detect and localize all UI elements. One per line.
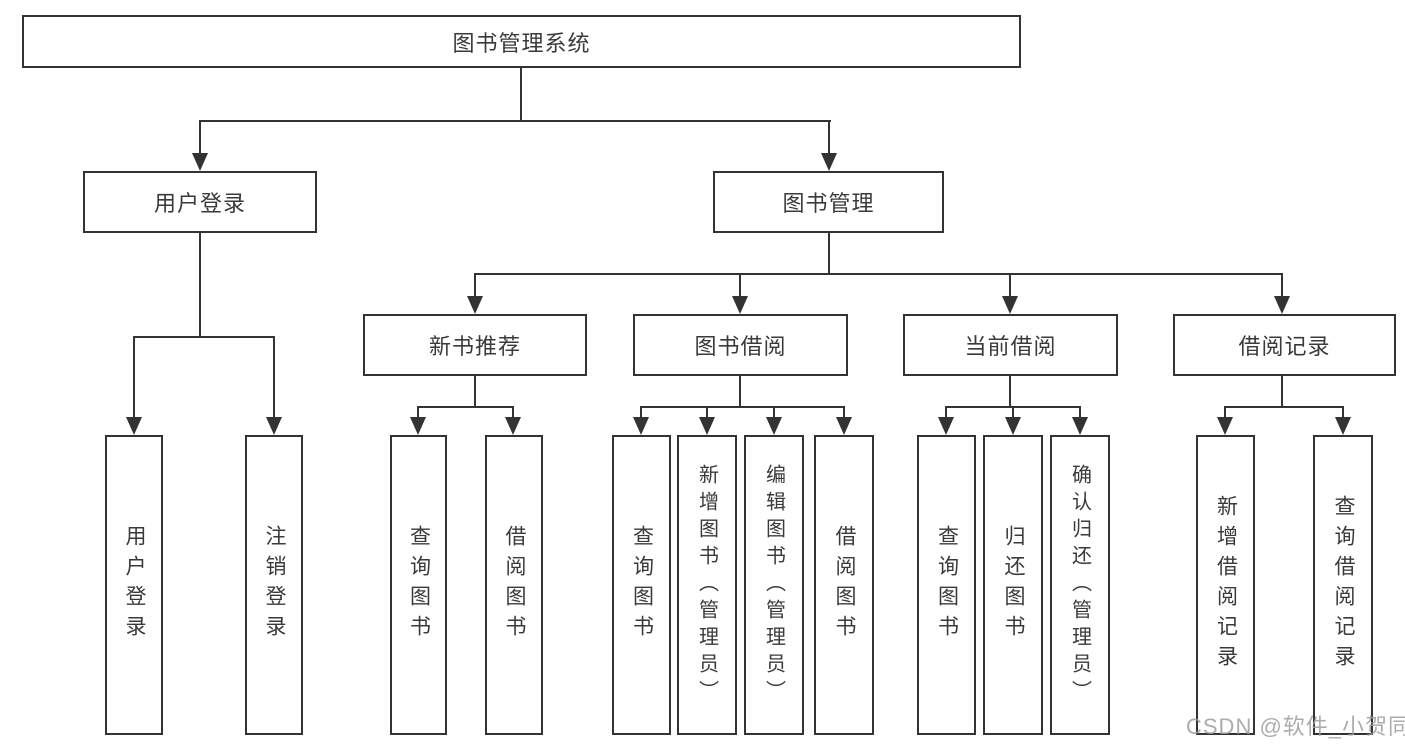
leaf-rec-borrow-books-label: 借阅图书 [503,525,526,645]
connector-stub-bb-query [640,408,642,418]
connector-stub-bb-edit [773,408,775,418]
node-book-mgmt: 图书管理 [713,171,944,233]
node-new-book-rec: 新书推荐 [363,314,587,376]
leaf-bb-borrow-books-label: 借阅图书 [833,525,856,645]
arrowhead-cb-confirm [1072,417,1088,435]
arrowhead-bb-edit [766,417,782,435]
leaf-cb-confirm-return-admin-label: 确认归还（管理员） [1068,463,1091,707]
leaf-user-login-label: 用户登录 [123,525,146,645]
connector-stub-book-mgmt [828,122,830,154]
arrowhead-user-login [192,153,208,171]
arrowhead-bb-query [633,417,649,435]
leaf-cb-return-books: 归还图书 [983,435,1043,735]
node-root: 图书管理系统 [22,15,1021,68]
node-user-login: 用户登录 [83,171,317,233]
node-book-borrow: 图书借阅 [633,314,848,376]
node-borrow-records: 借阅记录 [1173,314,1396,376]
connector-stub-bb-add [706,408,708,418]
connector-book-mgmt-down [828,233,830,275]
connector-new-rec-bar [417,406,514,408]
leaf-br-query-record-label: 查询借阅记录 [1332,495,1355,675]
leaf-logout: 注销登录 [245,435,303,735]
leaf-bb-add-books-admin: 新增图书（管理员） [677,435,737,735]
node-book-borrow-label: 图书借阅 [694,334,787,359]
leaf-bb-edit-books-admin: 编辑图书（管理员） [744,435,804,735]
node-new-book-rec-label: 新书推荐 [428,334,521,359]
connector-user-login-down [199,233,201,338]
arrowhead-cb-return [1005,417,1021,435]
leaf-rec-query-books: 查询图书 [390,435,447,735]
node-borrow-records-label: 借阅记录 [1238,334,1331,359]
connector-stub-bb-borrow [843,408,845,418]
leaf-logout-label: 注销登录 [263,525,286,645]
node-current-borrow-label: 当前借阅 [964,334,1057,359]
connector-stub-cb-query [945,408,947,418]
connector-stub-cb-return [1012,408,1014,418]
connector-stub-rec-borrow [512,408,514,418]
connector-user-login-bar [133,336,275,338]
connector-stub-leaf-logout [273,338,275,418]
arrowhead-book-mgmt [821,153,837,171]
leaf-rec-borrow-books: 借阅图书 [485,435,543,735]
leaf-cb-return-books-label: 归还图书 [1002,525,1025,645]
leaf-bb-query-books-label: 查询图书 [630,525,654,645]
connector-new-rec-down [474,376,476,408]
connector-level2-bar [199,120,831,122]
arrowhead-current-borrow [1002,296,1018,314]
node-user-login-label: 用户登录 [153,191,246,216]
connector-book-borrow-bar [640,406,845,408]
node-book-mgmt-label: 图书管理 [782,191,875,216]
connector-stub-borrow-records [1281,275,1283,297]
connector-stub-new-rec [474,275,476,297]
arrowhead-bb-borrow [836,417,852,435]
leaf-br-add-record: 新增借阅记录 [1196,435,1255,735]
connector-stub-book-borrow [739,275,741,297]
node-root-label: 图书管理系统 [452,30,591,56]
connector-borrow-records-bar [1224,406,1344,408]
arrowhead-borrow-records [1274,296,1290,314]
arrowhead-leaf-login [126,417,142,435]
connector-book-borrow-down [739,376,741,408]
arrowhead-rec-borrow [505,417,521,435]
connector-stub-cb-confirm [1079,408,1081,418]
connector-stub-leaf-login [133,338,135,418]
arrowhead-rec-query [410,417,426,435]
connector-stub-user-login [199,122,201,154]
leaf-bb-edit-books-admin-label: 编辑图书（管理员） [762,463,785,707]
connector-stub-br-query [1342,408,1344,418]
leaf-br-add-record-label: 新增借阅记录 [1214,495,1238,675]
connector-level3-bar [474,273,1283,275]
leaf-rec-query-books-label: 查询图书 [407,525,431,645]
leaf-bb-borrow-books: 借阅图书 [814,435,874,735]
connector-stub-br-add [1224,408,1226,418]
connector-current-borrow-bar [945,406,1081,408]
node-current-borrow: 当前借阅 [903,314,1118,376]
leaf-cb-query-books-label: 查询图书 [935,525,959,645]
connector-stub-current-borrow [1009,275,1011,297]
leaf-bb-query-books: 查询图书 [612,435,671,735]
connector-root-down [520,67,522,122]
connector-stub-rec-query [417,408,419,418]
csdn-watermark: CSDN @软件_小贺同学 [1186,714,1405,739]
arrowhead-bb-add [699,417,715,435]
connector-borrow-records-down [1281,376,1283,408]
arrowhead-new-rec [467,296,483,314]
arrowhead-leaf-logout [266,417,282,435]
leaf-cb-confirm-return-admin: 确认归还（管理员） [1050,435,1110,735]
connector-current-borrow-down [1009,376,1011,408]
leaf-user-login: 用户登录 [105,435,163,735]
arrowhead-book-borrow [732,296,748,314]
arrowhead-br-add [1217,417,1233,435]
leaf-bb-add-books-admin-label: 新增图书（管理员） [695,463,718,707]
arrowhead-cb-query [938,417,954,435]
leaf-cb-query-books: 查询图书 [917,435,976,735]
arrowhead-br-query [1335,417,1351,435]
leaf-br-query-record: 查询借阅记录 [1313,435,1373,735]
